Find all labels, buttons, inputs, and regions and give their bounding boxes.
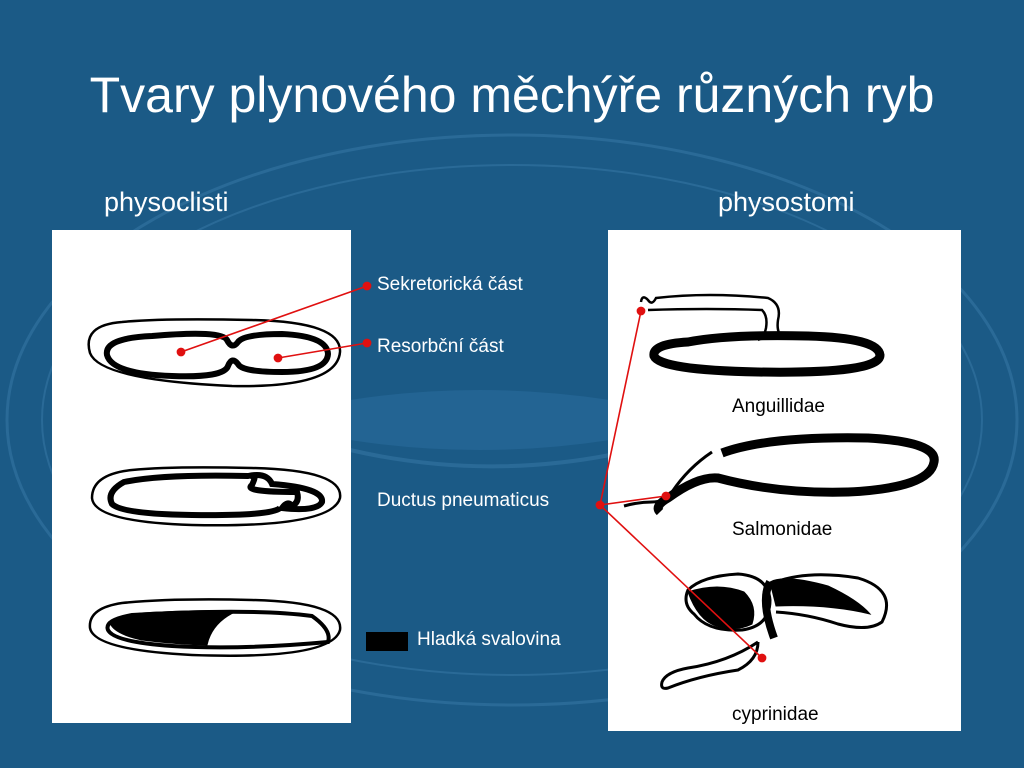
anguillidae-bladder — [639, 293, 885, 377]
salmonidae-bladder — [623, 433, 939, 516]
physoclisti-bladder-2 — [90, 466, 342, 527]
ductus-pneumaticus-label: Ductus pneumaticus — [377, 490, 550, 511]
muscle-legend-swatch — [366, 632, 408, 651]
physoclisti-heading: physoclisti — [104, 187, 229, 217]
physoclisti-bladder-1 — [87, 318, 342, 388]
hladka-svalovina-label: Hladká svalovina — [417, 629, 561, 650]
anguillidae-label: Anguillidae — [732, 396, 825, 417]
physoclisti-panel — [52, 230, 351, 723]
sekretoricka-label: Sekretorická část — [377, 274, 523, 295]
cyprinidae-bladder — [660, 572, 888, 690]
cyprinidae-label: cyprinidae — [732, 704, 819, 725]
salmonidae-label: Salmonidae — [732, 519, 832, 540]
resorbcni-label: Resorbční část — [377, 336, 504, 357]
physoclisti-bladder-3 — [88, 598, 342, 657]
physostomi-panel: Anguillidae Salmonidae cyprinidae — [608, 230, 961, 731]
slide-title: Tvary plynového měchýře různých ryb — [89, 67, 935, 123]
physostomi-heading: physostomi — [718, 187, 855, 217]
